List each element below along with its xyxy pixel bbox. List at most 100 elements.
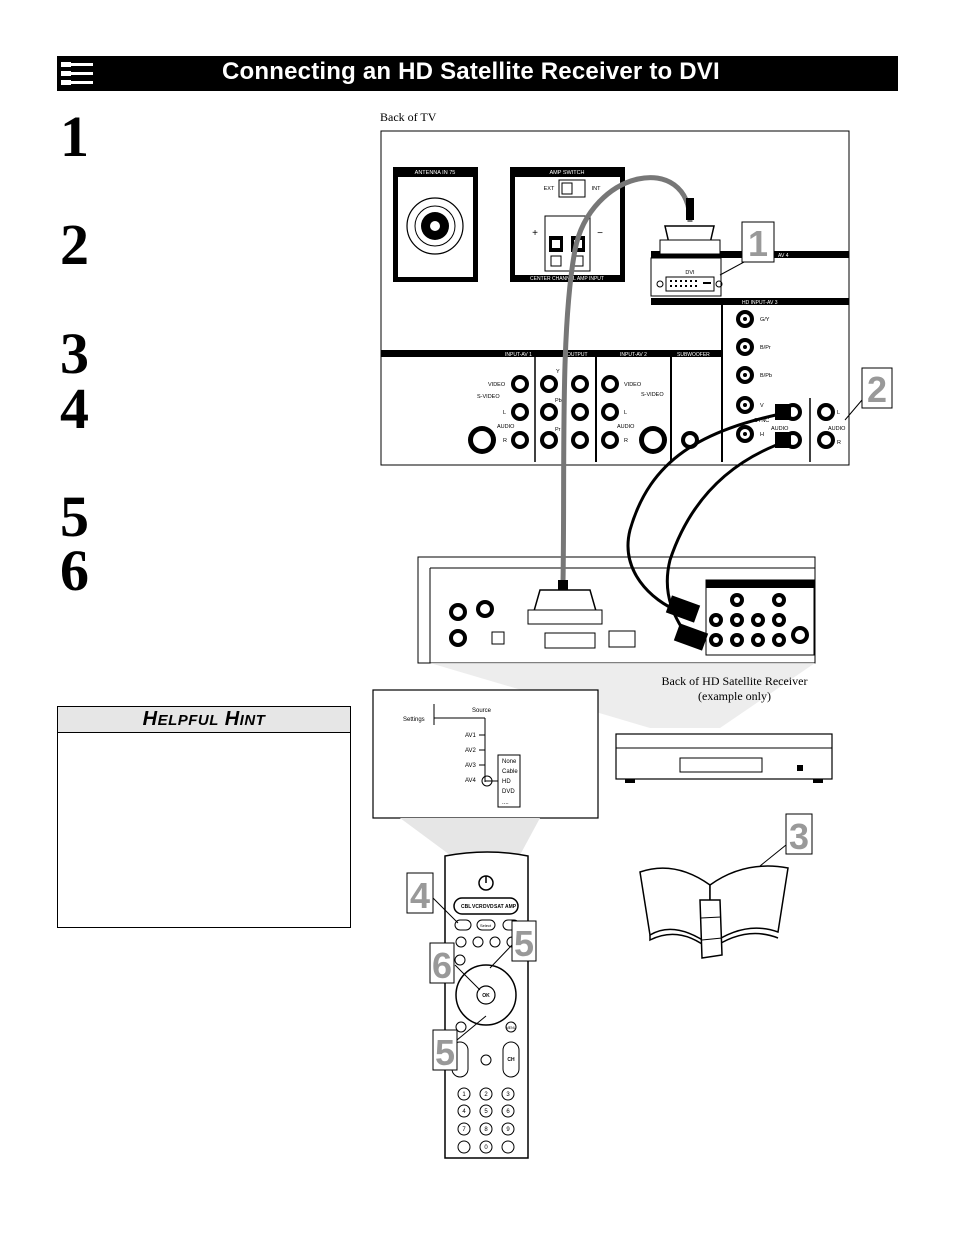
menu-av1: AV1 bbox=[465, 733, 477, 739]
callout-6: 6 bbox=[432, 945, 452, 986]
svg-text:−: − bbox=[597, 228, 603, 239]
step-number-6: 6 bbox=[60, 538, 89, 603]
remote-digit-8: 8 bbox=[484, 1127, 488, 1133]
input-av2-label: INPUT-AV 2 bbox=[620, 352, 647, 358]
av1-audio-label: AUDIO bbox=[497, 424, 515, 430]
menu-av2: AV2 bbox=[465, 748, 477, 754]
menu-av4: AV4 bbox=[465, 778, 477, 784]
remote-digit-2: 2 bbox=[484, 1092, 488, 1098]
callout-5b-box bbox=[432, 1029, 458, 1071]
bpr-label: B/Pr bbox=[760, 345, 771, 351]
subwoofer-label: SUBWOOFER bbox=[677, 352, 710, 358]
step-number-3: 3 bbox=[60, 321, 89, 386]
svg-text:+: + bbox=[532, 228, 538, 239]
remote-digit-4: 4 bbox=[462, 1109, 466, 1115]
remote-menu: MENU bbox=[506, 1026, 517, 1030]
callout-4: 4 bbox=[410, 875, 430, 916]
audio-l-label: L bbox=[837, 410, 840, 416]
av2-l-label: L bbox=[624, 410, 627, 416]
step-number-1: 1 bbox=[60, 104, 89, 169]
remote-vcr: VCR bbox=[472, 904, 483, 910]
pb-label: Pb bbox=[555, 398, 562, 404]
menu-settings: Settings bbox=[403, 717, 425, 723]
callout-3-box bbox=[785, 813, 813, 855]
v-label: V bbox=[760, 403, 764, 409]
callout-1-box bbox=[741, 221, 775, 263]
remote-sat: SAT bbox=[494, 904, 504, 910]
receiver-back-panel bbox=[417, 556, 816, 664]
helpful-hint-box: HELPFUL HINT bbox=[57, 706, 351, 928]
hd-input-label: HD INPUT-AV 3 bbox=[742, 300, 778, 306]
remote-select: Select bbox=[480, 923, 492, 928]
callout-5b: 5 bbox=[435, 1032, 455, 1073]
remote-amp: AMP bbox=[505, 904, 517, 910]
amp-switch-label: AMP SWITCH bbox=[549, 170, 584, 176]
pr-label: Pr bbox=[555, 427, 561, 433]
h-label: H bbox=[760, 432, 764, 438]
title-bar: Connecting an HD Satellite Receiver to D… bbox=[57, 56, 898, 91]
step-number-4: 4 bbox=[60, 376, 89, 441]
step-number-2: 2 bbox=[60, 212, 89, 277]
page-title: Connecting an HD Satellite Receiver to D… bbox=[222, 58, 720, 85]
callout-1: 1 bbox=[748, 223, 768, 264]
ext-label: EXT bbox=[544, 186, 555, 192]
remote-digit-7: 7 bbox=[462, 1127, 466, 1133]
av2-r-label: R bbox=[624, 438, 628, 444]
connection-cables-icon bbox=[59, 58, 97, 89]
menu-option-dvd: DVD bbox=[502, 789, 515, 795]
remote-cbl: CBL bbox=[461, 904, 471, 910]
hd-input-jacks bbox=[736, 310, 754, 443]
remote-digit-0: 0 bbox=[484, 1145, 488, 1151]
owners-manual-book bbox=[639, 865, 789, 959]
menu-av3: AV3 bbox=[465, 763, 477, 769]
remote-digit-9: 9 bbox=[506, 1127, 510, 1133]
menu-option-more: .... bbox=[502, 800, 509, 806]
helpful-hint-title: HELPFUL HINT bbox=[142, 708, 266, 730]
menu-option-none: None bbox=[502, 759, 517, 765]
menu-option-cable: Cable bbox=[502, 769, 518, 775]
bpb-label: B/Pb bbox=[760, 373, 772, 379]
av2-video-label: VIDEO bbox=[624, 382, 642, 388]
back-of-tv-label: Back of TV bbox=[380, 110, 437, 124]
antenna-label: ANTENNA IN 75 bbox=[415, 170, 456, 176]
remote-ok: OK bbox=[482, 993, 490, 999]
av1-jacks bbox=[468, 375, 589, 454]
callout-3: 3 bbox=[789, 816, 809, 857]
receiver-front bbox=[615, 733, 833, 783]
remote-digit-3: 3 bbox=[506, 1092, 510, 1098]
menu-source: Source bbox=[472, 708, 492, 714]
remote-digit-6: 6 bbox=[506, 1109, 510, 1115]
callout-2-box bbox=[861, 367, 893, 409]
av1-svideo-label: S-VIDEO bbox=[477, 394, 500, 400]
av1-l-label: L bbox=[503, 410, 506, 416]
step-number-5: 5 bbox=[60, 484, 89, 549]
int-label: INT bbox=[592, 186, 602, 192]
av2-svideo-label: S-VIDEO bbox=[641, 392, 664, 398]
remote-dvd: DVD bbox=[483, 904, 494, 910]
sync-label: SYNC bbox=[754, 418, 769, 424]
input-av1-label: INPUT-AV 1 bbox=[505, 352, 532, 358]
output-label: OUTPUT bbox=[567, 352, 588, 358]
av4-audio-label: AUDIO bbox=[828, 426, 846, 432]
av1-video-label: VIDEO bbox=[488, 382, 506, 388]
dvi-label: DVI bbox=[685, 270, 695, 276]
remote-digit-1: 1 bbox=[462, 1092, 466, 1098]
audio-r-label: R bbox=[837, 440, 841, 446]
av1-r-label: R bbox=[503, 438, 507, 444]
y-label: Y bbox=[556, 369, 560, 375]
callout-4-box bbox=[406, 872, 434, 914]
remote-digit-5: 5 bbox=[484, 1109, 488, 1115]
menu-option-hd: HD bbox=[502, 779, 511, 785]
hd-audio-label: AUDIO bbox=[771, 426, 789, 432]
helpful-hint-header: HELPFUL HINT bbox=[58, 707, 350, 733]
callout-5a-box bbox=[511, 920, 537, 962]
callout-5a: 5 bbox=[514, 923, 534, 964]
callout-6-box bbox=[429, 942, 455, 984]
gy-label: G/Y bbox=[760, 317, 770, 323]
av2-jacks bbox=[601, 375, 699, 454]
receiver-label: Back of HD Satellite Receiver(example on… bbox=[661, 674, 808, 703]
callout-2: 2 bbox=[867, 369, 887, 410]
av2-audio-label: AUDIO bbox=[617, 424, 635, 430]
remote-ch: CH bbox=[507, 1057, 515, 1063]
